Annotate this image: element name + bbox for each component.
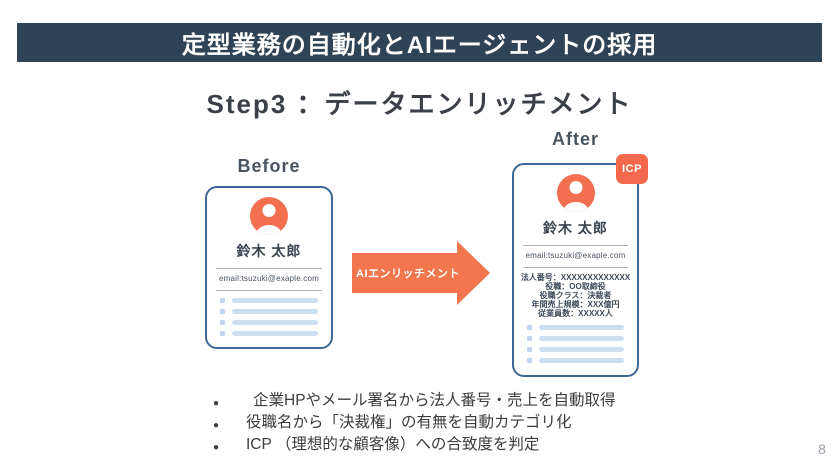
divider (522, 245, 629, 246)
slide-header-bar: 定型業務の自動化とAIエージェントの採用 (17, 23, 822, 62)
after-person-name: 鈴木 太郎 (543, 220, 608, 236)
person-avatar-icon (556, 174, 595, 212)
skeleton-row (527, 347, 624, 352)
enrichment-arrow-label: AIエンリッチメント (356, 268, 460, 280)
skeleton-row (220, 298, 318, 303)
enriched-field-corporate-number: 法人番号：XXXXXXXXXXXXX (520, 273, 631, 282)
enrichment-arrow-head (457, 241, 490, 305)
skeleton-row (527, 336, 624, 341)
skeleton-row (527, 325, 624, 330)
enriched-field-title: 役職：OO取締役 (545, 282, 606, 291)
page-number: 8 (818, 441, 826, 457)
skeleton-bar (232, 331, 318, 336)
enriched-field-title-class: 役職クラス：決裁者 (539, 291, 612, 300)
before-person-name: 鈴木 太郎 (236, 243, 302, 259)
enriched-field-employees: 従業員数：XXXXX人 (538, 309, 613, 318)
skeleton-bar (232, 320, 318, 325)
enriched-field-annual-sales: 年間売上規模：XXX億円 (531, 300, 620, 309)
after-label: After (551, 129, 599, 149)
enrichment-arrow (352, 253, 457, 293)
skeleton-bullet (220, 320, 225, 325)
skeleton-bar (539, 358, 624, 363)
skeleton-bullet (220, 331, 225, 336)
icp-badge: ICP (616, 154, 648, 184)
enriched-fields: 法人番号：XXXXXXXXXXXXX 役職：OO取締役 役職クラス：決裁者 年間… (514, 273, 637, 318)
skeleton-bullet (527, 325, 532, 330)
divider (215, 268, 323, 269)
step-title: Step3 ：データエンリッチメント (206, 89, 633, 119)
skeleton-row (220, 320, 318, 325)
before-label: Before (237, 156, 301, 176)
summary-bullet-list: 企業HPやメール署名から法人番号・売上を自動取得 役職名から「決裁権」の有無を自… (213, 392, 616, 458)
skeleton-row (220, 309, 318, 314)
slide-header-title: 定型業務の自動化とAIエージェントの採用 (181, 32, 658, 59)
skeleton-bar (539, 336, 624, 341)
avatar-head-shape (569, 181, 582, 194)
divider (215, 290, 323, 291)
after-profile-card: 鈴木 太郎 email:tsuzuki@exaple.com 法人番号：XXXX… (512, 163, 639, 377)
bullet-item-auto-fetch: 企業HPやメール署名から法人番号・売上を自動取得 (213, 392, 616, 413)
skeleton-row (527, 358, 624, 363)
before-email-text: email:tsuzuki@exaple.com (218, 274, 320, 283)
avatar-shoulders-shape (563, 202, 588, 212)
avatar-head-shape (262, 204, 276, 217)
skeleton-bar (232, 309, 318, 314)
avatar-shoulders-shape (257, 225, 281, 235)
skeleton-bar (539, 325, 624, 330)
skeleton-row (220, 331, 318, 336)
after-email-text: email:tsuzuki@exaple.com (525, 251, 626, 260)
skeleton-bar (539, 347, 624, 352)
before-skeleton-rows (207, 291, 331, 342)
person-avatar-icon (250, 197, 288, 235)
bullet-item-categorize: 役職名から「決裁権」の有無を自動カテゴリ化 (213, 414, 616, 435)
skeleton-bullet (220, 309, 225, 314)
divider (522, 267, 629, 268)
after-skeleton-rows (514, 318, 637, 369)
skeleton-bullet (527, 336, 532, 341)
skeleton-bar (232, 298, 318, 303)
skeleton-bullet (220, 298, 225, 303)
before-profile-card: 鈴木 太郎 email:tsuzuki@exaple.com (205, 186, 333, 349)
bullet-item-icp-match: ICP （理想的な顧客像）への合致度を判定 (213, 436, 616, 457)
skeleton-bullet (527, 358, 532, 363)
skeleton-bullet (527, 347, 532, 352)
